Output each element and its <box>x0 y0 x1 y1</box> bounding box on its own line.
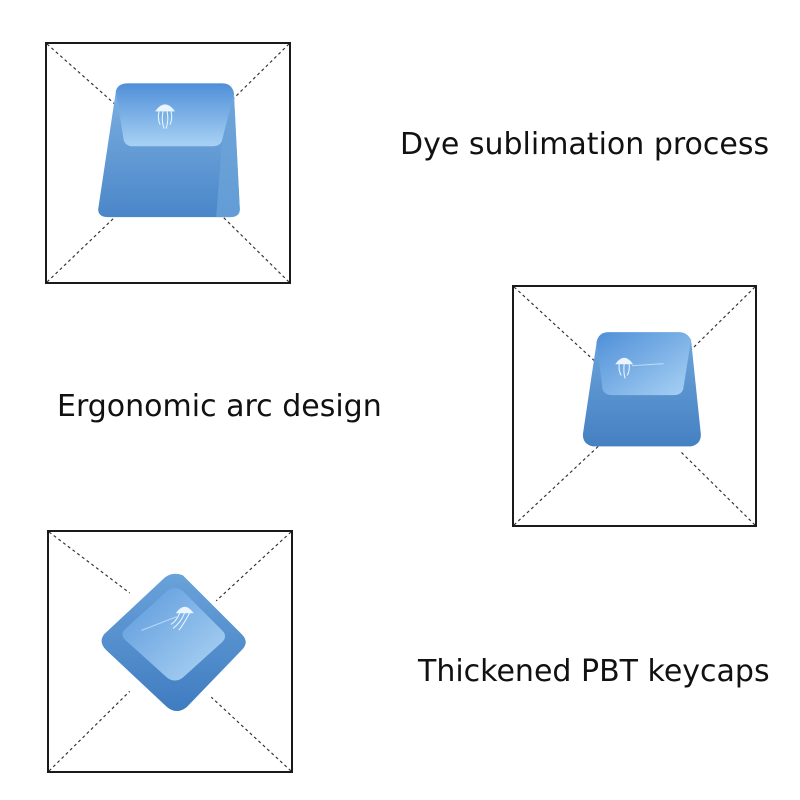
keycap-illustration-front <box>47 44 289 282</box>
keycap-image-front <box>45 42 291 284</box>
keycap-illustration-side <box>514 287 755 525</box>
feature-caption-thickened-pbt: Thickened PBT keycaps <box>418 654 770 689</box>
feature-caption-dye-sublimation: Dye sublimation process <box>400 127 770 162</box>
keycap-image-side <box>512 285 757 527</box>
feature-caption-ergonomic-arc: Ergonomic arc design <box>57 389 382 424</box>
keycap-shape <box>582 332 701 447</box>
keycap-illustration-angled <box>49 532 291 771</box>
diagonal-guide-lines <box>49 532 291 771</box>
keycap-shape <box>101 573 246 712</box>
jellyfish-icon <box>155 104 175 129</box>
jellyfish-icon <box>615 357 664 379</box>
keycap-shape <box>98 83 240 218</box>
jellyfish-icon <box>141 606 194 631</box>
diagonal-guide-lines <box>47 44 289 282</box>
diagonal-guide-lines <box>514 287 755 525</box>
keycap-image-angled <box>47 530 293 773</box>
